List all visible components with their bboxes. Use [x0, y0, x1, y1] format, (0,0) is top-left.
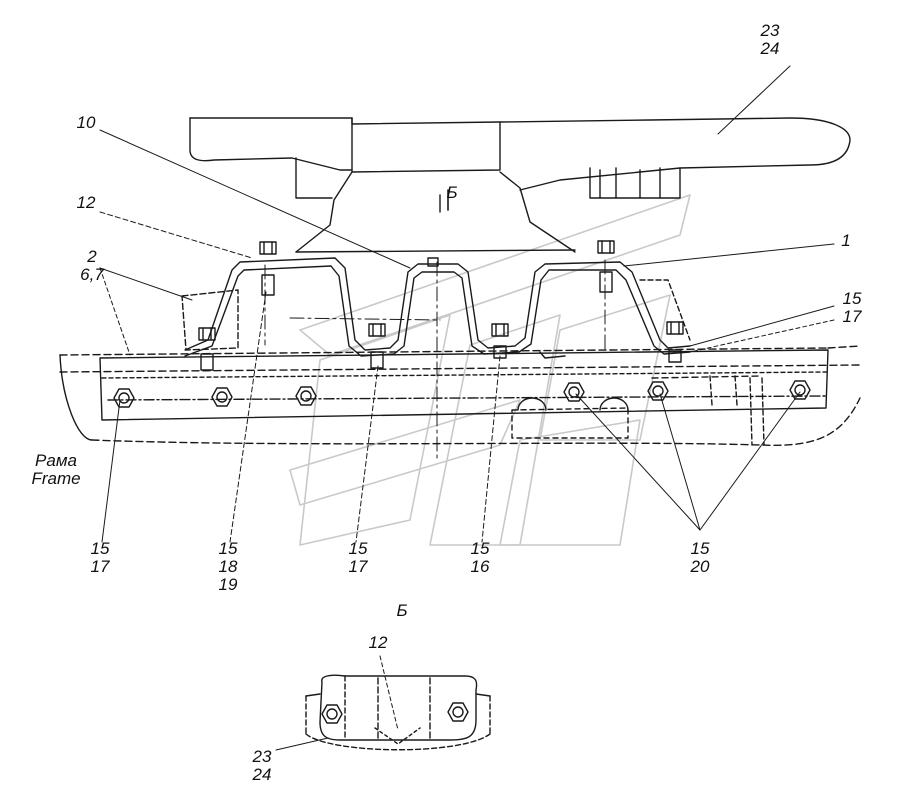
callout-text: 1 [841, 231, 851, 250]
callout-text: 15 [470, 539, 490, 558]
callout-text: 12 [368, 633, 388, 652]
callout-15-16: 15 16 [471, 540, 490, 576]
callout-text: 19 [218, 575, 238, 594]
callout-23-24: 23 24 [761, 22, 780, 58]
bracket-bolts [198, 240, 684, 371]
view-b-callout-23-24: 23 24 [253, 748, 272, 784]
callout-text: 2 [87, 247, 97, 266]
section-marker-text: Б [446, 183, 458, 202]
callout-text: 17 [348, 557, 368, 576]
fifth-wheel-coupling [189, 117, 851, 253]
callout-text: 12 [76, 193, 96, 212]
callout-1: 1 [841, 232, 850, 250]
callout-text: 16 [470, 557, 490, 576]
frame-label-en: Frame [31, 469, 81, 488]
callout-text: 15 [218, 539, 238, 558]
callout-15-17-left: 15 17 [91, 540, 110, 576]
callout-text: 23 [760, 21, 780, 40]
frame-label: Рама Frame [31, 452, 80, 488]
callout-text: 15 [842, 289, 862, 308]
callout-text: 23 [252, 747, 272, 766]
view-b-title: Б [396, 602, 407, 620]
callout-text: 15 [90, 539, 110, 558]
callout-15-20: 15 20 [691, 540, 710, 576]
mounting-plate [99, 349, 829, 446]
section-marker-label: Б [446, 184, 457, 202]
callout-text: 20 [690, 557, 710, 576]
callout-text: 17 [842, 307, 862, 326]
view-b-title-text: Б [396, 601, 408, 620]
callout-text: 18 [218, 557, 238, 576]
leader-lines [99, 65, 835, 543]
callout-2-6-7: 2 6,7 [80, 248, 104, 284]
callout-text: 24 [760, 39, 780, 58]
view-b-callout-12: 12 [369, 634, 388, 652]
corrugated-bracket [181, 257, 691, 359]
callout-15-17-right: 15 17 [843, 290, 862, 326]
callout-text: 17 [90, 557, 110, 576]
callout-10: 10 [77, 114, 96, 132]
callout-text: 10 [76, 113, 96, 132]
callout-text: 15 [690, 539, 710, 558]
callout-12: 12 [77, 194, 96, 212]
callout-15-17-mid: 15 17 [349, 540, 368, 576]
callout-text: 24 [252, 765, 272, 784]
center-lines [264, 259, 606, 461]
callout-text: 6,7 [80, 265, 104, 284]
view-b-detail [275, 655, 491, 751]
callout-15-18-19: 15 18 19 [219, 540, 238, 594]
frame-label-ru: Рама [35, 451, 77, 470]
callout-text: 15 [348, 539, 368, 558]
